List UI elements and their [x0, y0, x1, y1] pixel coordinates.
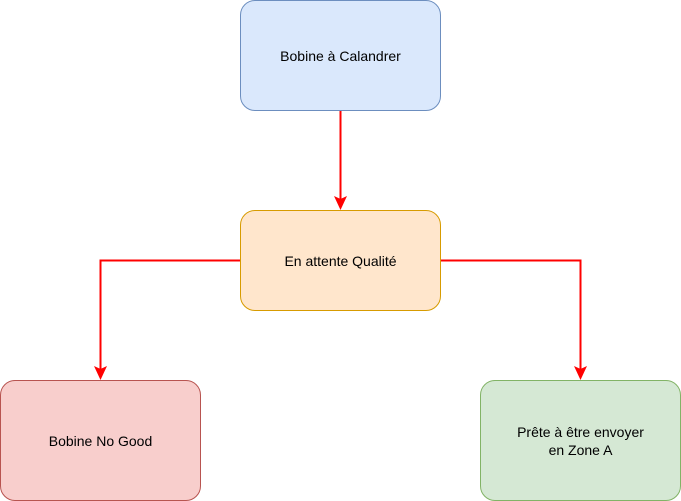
node-label: En attente Qualité — [284, 252, 397, 269]
node-label: Bobine à Calandrer — [280, 47, 401, 64]
node-bobine-a-calandrer[interactable]: Bobine à Calandrer — [240, 0, 441, 111]
node-label: Bobine No Good — [48, 432, 153, 449]
arrowhead-icon — [94, 366, 107, 380]
arrowhead-icon — [574, 366, 587, 380]
node-prete-zone-a[interactable]: Prête à être envoyer en Zone A — [480, 380, 681, 501]
edge-qualite-to-nogood[interactable] — [99, 259, 241, 371]
edge-qualite-to-prete[interactable] — [441, 259, 582, 371]
arrowheads — [94, 196, 587, 380]
arrowhead-icon — [334, 196, 347, 210]
node-en-attente-qualite[interactable]: En attente Qualité — [240, 210, 441, 311]
node-label: Prête à être envoyer en Zone A — [517, 423, 644, 458]
node-bobine-no-good[interactable]: Bobine No Good — [0, 380, 201, 501]
